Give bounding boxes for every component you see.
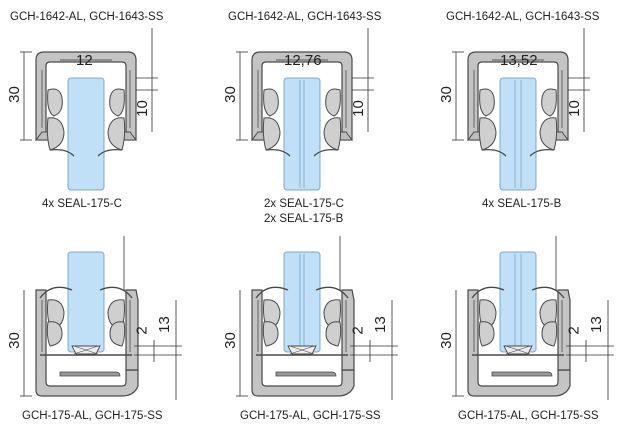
top-depth-3: 10 [565, 100, 583, 117]
top-height-2: 30 [221, 86, 239, 103]
bottom-title-1: GCH-175-AL, GCH-175-SS [22, 410, 163, 422]
top-seal-3: 4x SEAL-175-B [482, 198, 562, 210]
bottom-depth-3: 13 [587, 316, 605, 333]
top-drawing-1 [20, 28, 158, 191]
top-height-3: 30 [437, 86, 455, 103]
bottom-drawing-3 [452, 236, 614, 400]
top-title-1: GCH-1642-AL, GCH-1643-SS [10, 11, 164, 23]
top-drawing-3 [452, 28, 590, 191]
top-depth-2: 10 [349, 100, 367, 117]
top-width-2: 12,76 [284, 52, 322, 69]
top-width-3: 13,52 [500, 52, 538, 69]
bottom-drawing-2 [236, 236, 398, 400]
top-drawing-2 [236, 28, 374, 191]
top-seal-1: 4x SEAL-175-C [42, 198, 122, 210]
bottom-title-2: GCH-175-AL, GCH-175-SS [240, 410, 381, 422]
top-depth-1: 10 [133, 100, 151, 117]
top-seal-2b: 2x SEAL-175-B [264, 213, 344, 225]
top-seal-2a: 2x SEAL-175-C [264, 198, 344, 210]
bottom-height-3: 30 [437, 332, 455, 349]
top-title-2: GCH-1642-AL, GCH-1643-SS [228, 11, 382, 23]
bottom-depth-2: 13 [371, 316, 389, 333]
bottom-height-2: 30 [221, 332, 239, 349]
bottom-depth-1: 13 [155, 316, 173, 333]
bottom-drawing-1 [20, 236, 182, 400]
bottom-gap-1: 2 [133, 326, 151, 335]
bottom-title-3: GCH-175-AL, GCH-175-SS [458, 410, 599, 422]
bottom-height-1: 30 [5, 332, 23, 349]
top-title-3: GCH-1642-AL, GCH-1643-SS [446, 11, 600, 23]
top-width-1: 12 [76, 52, 93, 69]
bottom-gap-2: 2 [349, 326, 367, 335]
bottom-gap-3: 2 [565, 326, 583, 335]
top-height-1: 30 [5, 86, 23, 103]
